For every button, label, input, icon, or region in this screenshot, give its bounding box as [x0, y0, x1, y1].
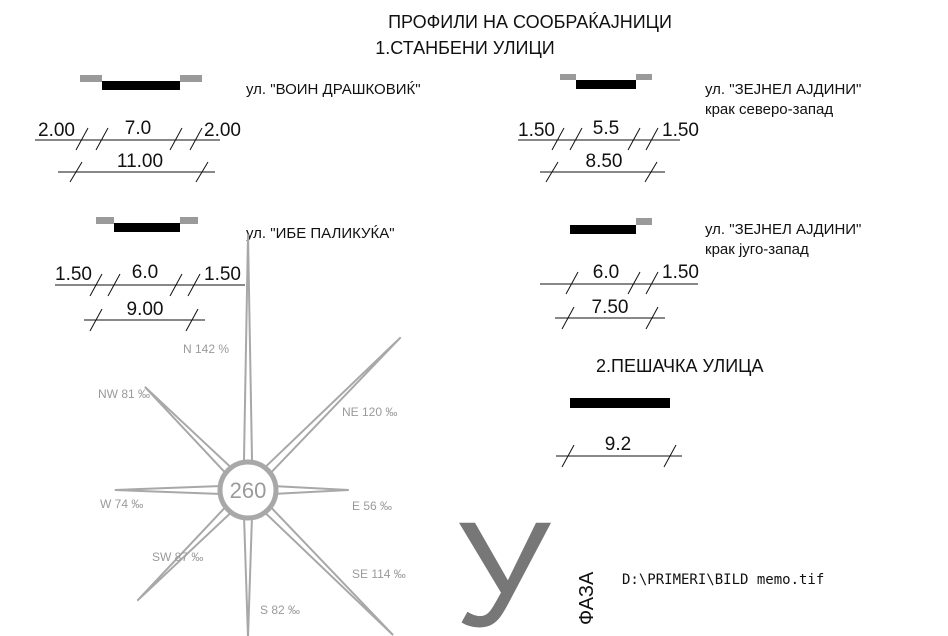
dim-tick [169, 127, 183, 151]
wind-rose-center-value: 260 [230, 478, 267, 503]
dim-tick [627, 271, 641, 295]
sidewalk-left [560, 74, 576, 80]
dim-road: 7.0 [125, 118, 151, 139]
wind-label-sw: SW 87 ‰ [152, 550, 203, 564]
sheet-title: ПРОФИЛИ НА СООБРАЌАЈНИЦИ [388, 12, 672, 32]
dim-tick [645, 306, 659, 330]
dim-left: 1.50 [518, 120, 555, 141]
dim-tick [627, 127, 641, 151]
sidewalk-right [180, 75, 202, 82]
dim-tick [189, 127, 203, 151]
dim-left: 1.50 [55, 264, 92, 285]
dim-tick [645, 127, 659, 151]
street-name-voin: ул. "ВОИН ДРАШКОВИЌ" [246, 81, 421, 98]
dim-tick [663, 444, 677, 468]
dim-tick [95, 127, 109, 151]
wind-ray-n [242, 234, 254, 471]
dim-tick [644, 161, 658, 183]
dim-total: 11.00 [117, 151, 163, 172]
section-title-residential: 1.СТАНБЕНИ УЛИЦИ [375, 38, 554, 58]
dim-tick [545, 161, 559, 183]
dim-road: 5.5 [593, 118, 619, 139]
roadway [102, 81, 180, 90]
wind-label-ne: NE 120 ‰ [342, 405, 397, 419]
dim-right: 1.50 [662, 120, 699, 141]
sidewalk-right [636, 74, 652, 80]
dim-tick [107, 273, 121, 297]
sidewalk-right [180, 217, 198, 224]
wind-label-n: N 142 % [183, 342, 229, 356]
wind-ray-w [114, 484, 229, 496]
dim-tick [645, 271, 659, 295]
dim-right: 2.00 [204, 120, 241, 141]
wind-rose-center-ring [217, 459, 279, 521]
dim-tick [187, 273, 201, 297]
dim-road: 6.0 [132, 262, 158, 283]
street-branch-nw: крак северо-запад [705, 101, 833, 118]
wind-ray-ne [258, 336, 402, 480]
file-path: D:\PRIMERI\BILD memo.tif [622, 572, 824, 588]
street-name-ibe: ул. "ИБЕ ПАЛИКУЌА" [246, 225, 395, 242]
sidewalk-left [96, 217, 114, 224]
dim-total: 8.50 [586, 151, 623, 172]
dim-left: 2.00 [38, 120, 75, 141]
dim-tick [561, 444, 575, 468]
dim-tick [551, 127, 565, 151]
dim-right: 1.50 [662, 262, 699, 283]
wind-ray-se [258, 500, 394, 636]
street-name-zejnel-sw: ул. "ЗЕЈНЕЛ АЈДИНИ" [705, 221, 861, 238]
street-name-zejnel-nw: ул. "ЗЕЈНЕЛ АЈДИНИ" [705, 81, 861, 98]
wind-label-se: SE 114 ‰ [352, 567, 406, 581]
profile-zejnel-sw: ул. "ЗЕЈНЕЛ АЈДИНИ" крак југо-запад 6.0 … [540, 218, 861, 330]
roadway [576, 80, 636, 89]
dim-tick [565, 271, 579, 295]
dim-tick [89, 273, 103, 297]
street-branch-sw: крак југо-запад [705, 241, 809, 258]
dim-tick [561, 306, 575, 330]
section-title-pedestrian: 2.ПЕШАЧКА УЛИЦА [596, 356, 763, 376]
wind-label-nw: NW 81 ‰ [98, 387, 150, 401]
wind-ray-nw [144, 386, 238, 480]
dim-road: 6.0 [593, 262, 619, 283]
profile-zejnel-nw: ул. "ЗЕЈНЕЛ АЈДИНИ" крак северо-запад 1.… [518, 74, 861, 183]
roadway [570, 225, 636, 234]
phase-letter: У [455, 490, 552, 636]
dim-tick [169, 273, 183, 297]
wind-label-e: E 56 ‰ [352, 499, 392, 513]
sidewalk-left [80, 75, 102, 82]
wind-ray-s [242, 509, 254, 636]
wind-ray-e [267, 484, 349, 496]
roadway [114, 223, 180, 232]
dim-tick [89, 308, 103, 332]
dim-width: 9.2 [605, 434, 631, 455]
profile-ibe: ул. "ИБЕ ПАЛИКУЌА" 1.50 6.0 1.50 9.00 [55, 217, 395, 332]
dim-tick [75, 127, 89, 151]
dim-total: 7.50 [592, 297, 629, 318]
dim-right: 1.50 [204, 264, 241, 285]
sidewalk-right [636, 218, 652, 225]
wind-label-w: W 74 ‰ [100, 497, 143, 511]
wind-ray-sw [136, 500, 238, 602]
dim-total: 9.00 [127, 299, 164, 320]
profile-voin: ул. "ВОИН ДРАШКОВИЌ" 2.00 7.0 2.00 11.00 [35, 75, 421, 183]
wind-rose [114, 234, 402, 636]
pedestrian-way [570, 398, 670, 408]
dim-tick [195, 161, 209, 183]
wind-label-s: S 82 ‰ [260, 603, 300, 617]
dim-tick [185, 308, 199, 332]
dim-tick [69, 161, 83, 183]
dim-tick [569, 127, 583, 151]
profile-pedestrian: 2.ПЕШАЧКА УЛИЦА 9.2 [556, 356, 763, 468]
phase-label: ФАЗА [576, 571, 598, 625]
